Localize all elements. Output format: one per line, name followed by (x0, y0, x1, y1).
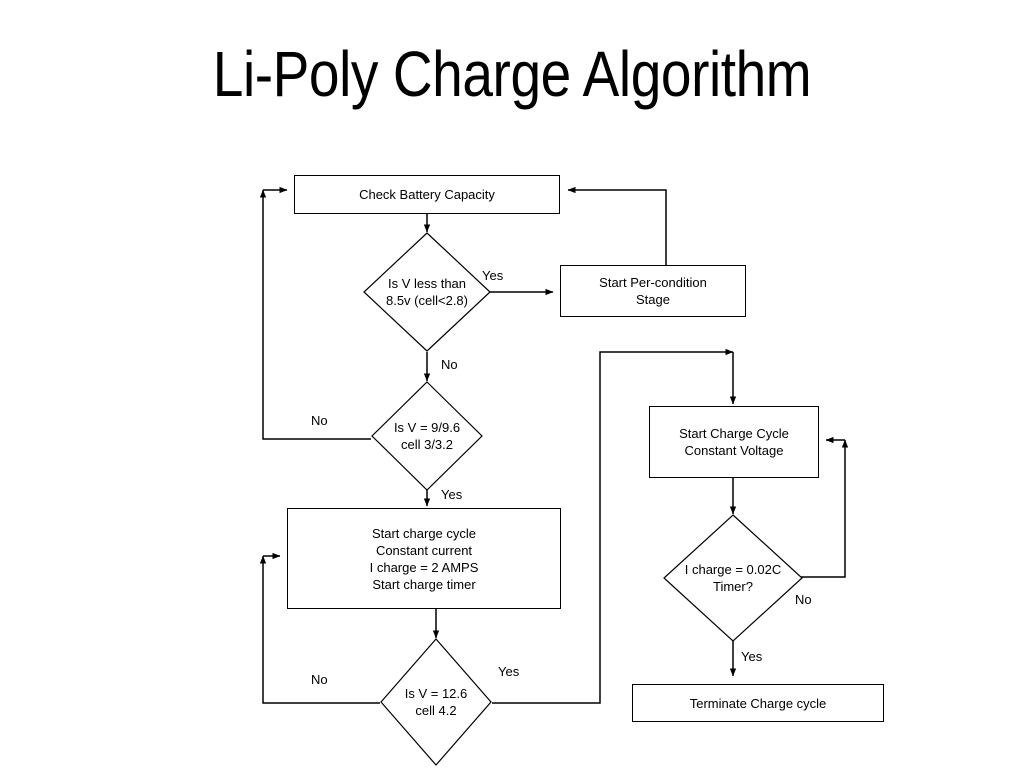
edge-label-decision1-yes: Yes (482, 268, 504, 283)
edge-label-decision3-yes: Yes (498, 664, 520, 679)
node-check-battery-capacity[interactable]: Check Battery Capacity (294, 175, 560, 214)
node-label: Is V = 12.6 cell 4.2 (404, 686, 468, 718)
node-label: Start Per-condition Stage (599, 275, 707, 307)
node-label: Is V less than 8.5v (cell<2.8) (385, 276, 468, 308)
node-start-charge-cycle-constant-voltage[interactable]: Start Charge Cycle Constant Voltage (649, 406, 819, 478)
edge-label-decision1-no: No (441, 357, 458, 372)
node-label: Terminate Charge cycle (689, 695, 827, 711)
node-decision-is-v-12-6[interactable]: Is V = 12.6 cell 4.2 (380, 638, 492, 766)
node-start-precondition-stage[interactable]: Start Per-condition Stage (560, 265, 746, 317)
edge-label-decision4-yes: Yes (741, 649, 763, 664)
node-terminate-charge-cycle[interactable]: Terminate Charge cycle (632, 684, 884, 722)
node-label: Is V = 9/9.6 cell 3/3.2 (393, 420, 461, 452)
page-title: Li-Poly Charge Algorithm (212, 38, 812, 110)
node-start-charge-cycle-constant-current[interactable]: Start charge cycle Constant current I ch… (287, 508, 561, 609)
diamond-shape (663, 514, 803, 642)
diamond-shape (371, 381, 483, 491)
diamond-shape (380, 638, 492, 766)
edge-decision3-no-vert (259, 555, 380, 704)
node-label: Start Charge Cycle Constant Voltage (679, 426, 789, 458)
node-label: I charge = 0.02C Timer? (684, 562, 782, 594)
edge-label-decision3-no: No (311, 672, 328, 687)
node-label: Start charge cycle Constant current I ch… (369, 525, 479, 592)
edge-decision2-no-vert (259, 189, 371, 440)
node-decision-is-v-9-9-6[interactable]: Is V = 9/9.6 cell 3/3.2 (371, 381, 483, 491)
edge-decision4-no-vert (789, 439, 849, 578)
node-decision-i-charge-0-02c-timer[interactable]: I charge = 0.02C Timer? (663, 514, 803, 642)
edge-label-decision4-no: No (795, 592, 812, 607)
edge-decision3-yes-run (492, 348, 734, 704)
edge-label-decision2-no: No (311, 413, 328, 428)
edge-precondition-to-check (567, 186, 667, 265)
diamond-shape (363, 232, 491, 352)
node-label: Check Battery Capacity (359, 187, 495, 202)
node-decision-is-v-less-than-8-5v[interactable]: Is V less than 8.5v (cell<2.8) (363, 232, 491, 352)
edge-label-decision2-yes: Yes (441, 487, 463, 502)
